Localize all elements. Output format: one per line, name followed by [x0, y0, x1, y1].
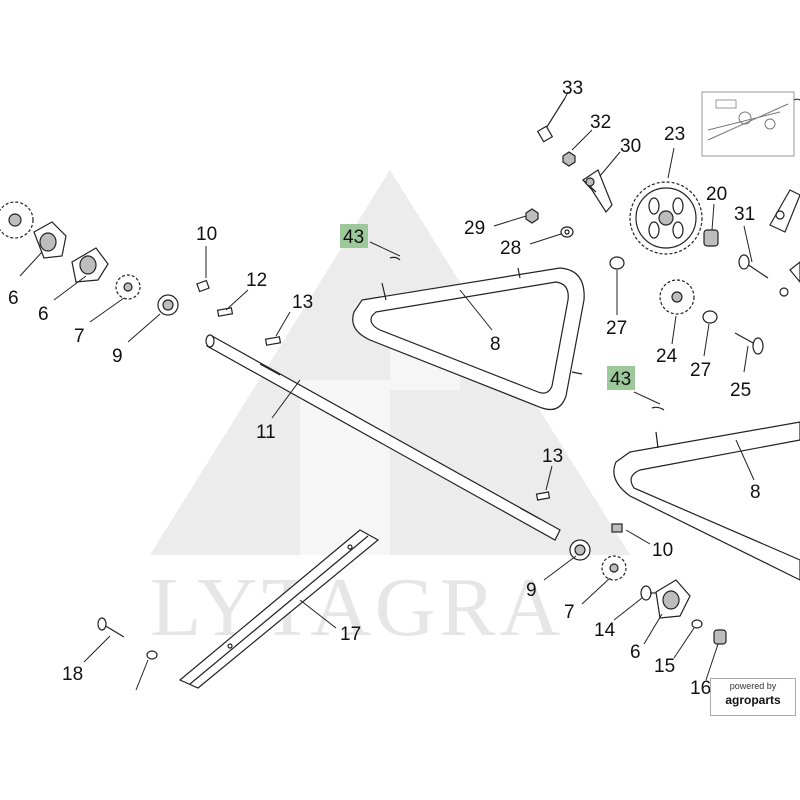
part-washer-bottom — [146, 650, 158, 660]
callout-6-left-a[interactable]: 6 — [8, 288, 19, 309]
callout-25[interactable]: 25 — [730, 380, 751, 401]
callout-8-upper[interactable]: 8 — [490, 334, 501, 355]
callout-16[interactable]: 16 — [690, 678, 711, 699]
callout-18[interactable]: 18 — [62, 664, 83, 685]
part-12-key — [216, 307, 234, 317]
callout-28[interactable]: 28 — [500, 238, 521, 259]
part-7-sprocket-left — [115, 274, 141, 300]
part-18-bolt — [97, 617, 125, 638]
callout-24[interactable]: 24 — [656, 346, 678, 367]
callout-43-lower[interactable]: 43 — [610, 369, 631, 390]
callout-29[interactable]: 29 — [464, 218, 485, 239]
part-25-pin — [734, 332, 764, 355]
chain-segment-right — [769, 189, 800, 283]
callout-43-highlight-upper — [340, 224, 368, 248]
callout-7-left[interactable]: 7 — [74, 326, 85, 347]
part-9-bushing-lower — [569, 539, 591, 561]
callout-10-upper[interactable]: 10 — [196, 224, 217, 245]
callout-13-upper[interactable]: 13 — [292, 292, 313, 313]
callout-27-upper[interactable]: 27 — [606, 318, 627, 339]
part-9-bushing-left — [157, 294, 179, 316]
callout-11[interactable]: 11 — [256, 422, 276, 443]
callout-6-left-b[interactable]: 6 — [38, 304, 49, 325]
callout-43-highlight-lower — [607, 366, 635, 390]
watermark: LYTAGRA — [150, 170, 630, 654]
part-29-nut — [525, 208, 539, 224]
part-30-bracket — [582, 169, 613, 214]
callout-43-upper[interactable]: 43 — [343, 227, 364, 248]
watermark-text: LYTAGRA — [150, 561, 564, 654]
callout-9-left[interactable]: 9 — [112, 346, 123, 367]
part-14-bolt — [640, 585, 660, 601]
watermark-triangle-cutout — [300, 380, 390, 555]
part-8-frame-lower — [613, 406, 800, 581]
part-13-key-upper — [264, 336, 282, 346]
callout-23[interactable]: 23 — [664, 124, 685, 145]
callout-30[interactable]: 30 — [620, 136, 641, 157]
callout-33[interactable]: 33 — [562, 78, 583, 99]
callout-17[interactable]: 17 — [340, 624, 361, 645]
part-27-washer-upper — [609, 256, 625, 270]
part-7-sprocket-lower — [601, 555, 627, 581]
part-33-bolt — [536, 97, 566, 143]
callout-31[interactable]: 31 — [734, 204, 755, 225]
callout-13-lower[interactable]: 13 — [542, 446, 563, 467]
callout-labels: 33 32 30 23 20 31 29 28 43 43 10 12 13 6… — [8, 78, 761, 699]
callout-9-lower[interactable]: 9 — [526, 580, 537, 601]
callout-20[interactable]: 20 — [706, 184, 727, 205]
part-17-channel — [178, 529, 380, 689]
part-6-flange-right — [655, 579, 691, 619]
thumbnail-preview[interactable] — [701, 91, 795, 157]
callout-14[interactable]: 14 — [594, 620, 616, 641]
part-24-small-sprocket — [659, 279, 695, 315]
powered-by-label: powered by — [729, 681, 777, 691]
agroparts-logo-text: agroparts — [725, 693, 781, 707]
agroparts-badge[interactable]: powered by agroparts — [710, 678, 796, 716]
part-20-nut — [703, 229, 719, 247]
part-8-frame-upper — [352, 256, 585, 411]
part-32-nut — [562, 151, 576, 167]
callout-32[interactable]: 32 — [590, 112, 611, 133]
callout-7-lower[interactable]: 7 — [564, 602, 575, 623]
callout-10-lower[interactable]: 10 — [652, 540, 673, 561]
part-6-flange-lower — [71, 247, 109, 283]
part-31-bolt — [738, 254, 789, 297]
part-10-pin-upper — [196, 279, 210, 293]
part-23-large-sprocket — [629, 181, 703, 255]
callout-27-lower[interactable]: 27 — [690, 360, 711, 381]
part-10-pin-lower — [611, 523, 623, 533]
part-left-sprocket-upper — [0, 201, 34, 239]
leader-lines — [19, 91, 755, 691]
part-13-key-lower — [535, 491, 551, 501]
part-27-washer-lower — [702, 310, 718, 324]
callout-15[interactable]: 15 — [654, 656, 675, 677]
callout-12[interactable]: 12 — [246, 270, 267, 291]
part-16-nut — [713, 629, 727, 645]
part-6-flange-upper — [33, 221, 67, 259]
callout-8-lower[interactable]: 8 — [750, 482, 761, 503]
part-28-washer — [560, 226, 574, 238]
callout-6-right[interactable]: 6 — [630, 642, 641, 663]
part-15-washer — [691, 619, 703, 629]
